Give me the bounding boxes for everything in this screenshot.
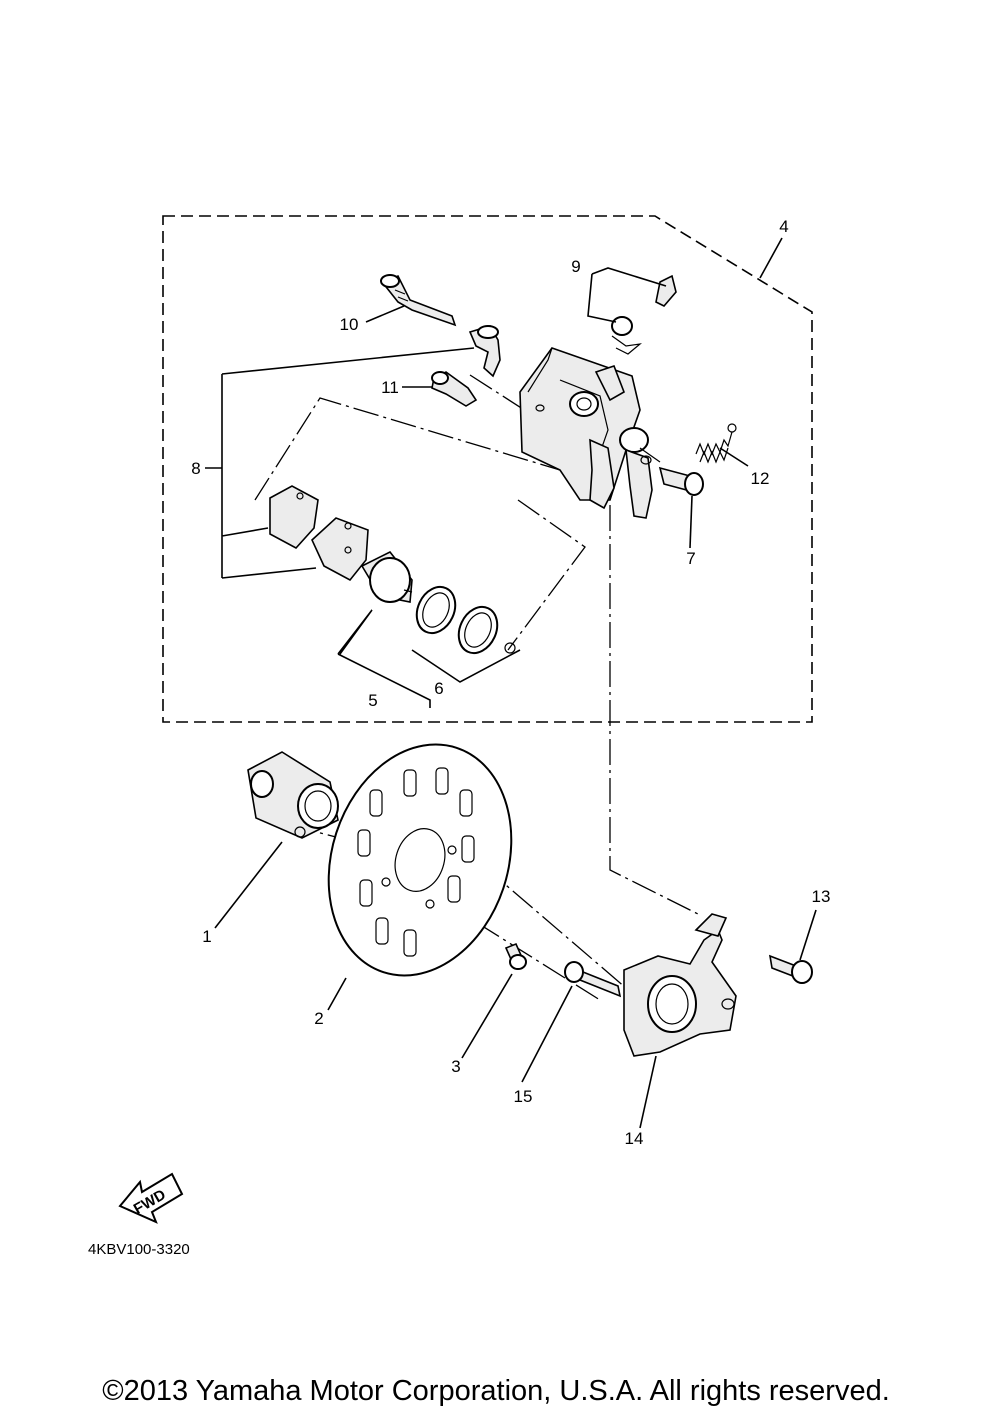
- callout-14: 14: [625, 1129, 644, 1148]
- callout-2: 2: [314, 1009, 323, 1028]
- bushing-part11: [431, 371, 478, 407]
- callout-6: 6: [434, 679, 443, 698]
- caliper-body: [519, 347, 641, 510]
- callout-13: 13: [812, 887, 831, 906]
- caliper-bolt-part10: [380, 274, 457, 327]
- caliper-assembly-boundary: [162, 215, 813, 723]
- leader-lines: [205, 237, 817, 1129]
- callout-3: 3: [451, 1057, 460, 1076]
- callout-11: 11: [381, 378, 399, 397]
- brake-disc-part2: [327, 743, 513, 977]
- figure-code: 4KBV100-3320: [88, 1241, 190, 1258]
- brake-pads: [269, 485, 369, 582]
- bleed-screw-part9: [611, 274, 677, 355]
- hub-part1: [247, 751, 339, 839]
- pad-clip: [468, 325, 501, 378]
- spring-part12: [695, 423, 737, 464]
- seals-part6: [415, 585, 516, 655]
- piston-part5: [360, 550, 413, 603]
- callout-1: 1: [202, 927, 211, 946]
- callout-4: 4: [779, 217, 788, 236]
- callout-15: 15: [514, 1087, 533, 1106]
- screw-part3: [504, 942, 527, 970]
- caliper-bracket-part14: [623, 913, 737, 1057]
- callout-9: 9: [571, 257, 580, 276]
- callout-12: 12: [751, 469, 770, 488]
- bolt-part15: [564, 961, 622, 998]
- copyright-notice: ©2013 Yamaha Motor Corporation, U.S.A. A…: [102, 1375, 890, 1407]
- callout-8: 8: [191, 459, 200, 478]
- bolt-part7: [658, 466, 704, 496]
- callout-7: 7: [686, 549, 695, 568]
- fwd-arrow-icon: FWD: [118, 1172, 184, 1224]
- callout-10: 10: [340, 315, 359, 334]
- parking-lever: [619, 427, 661, 519]
- callout-labels: 1 2 3 4 5 6 7 8 9 10 11 12 13 14 15: [191, 217, 830, 1148]
- callout-5: 5: [368, 691, 377, 710]
- bolt-part13: [768, 954, 813, 984]
